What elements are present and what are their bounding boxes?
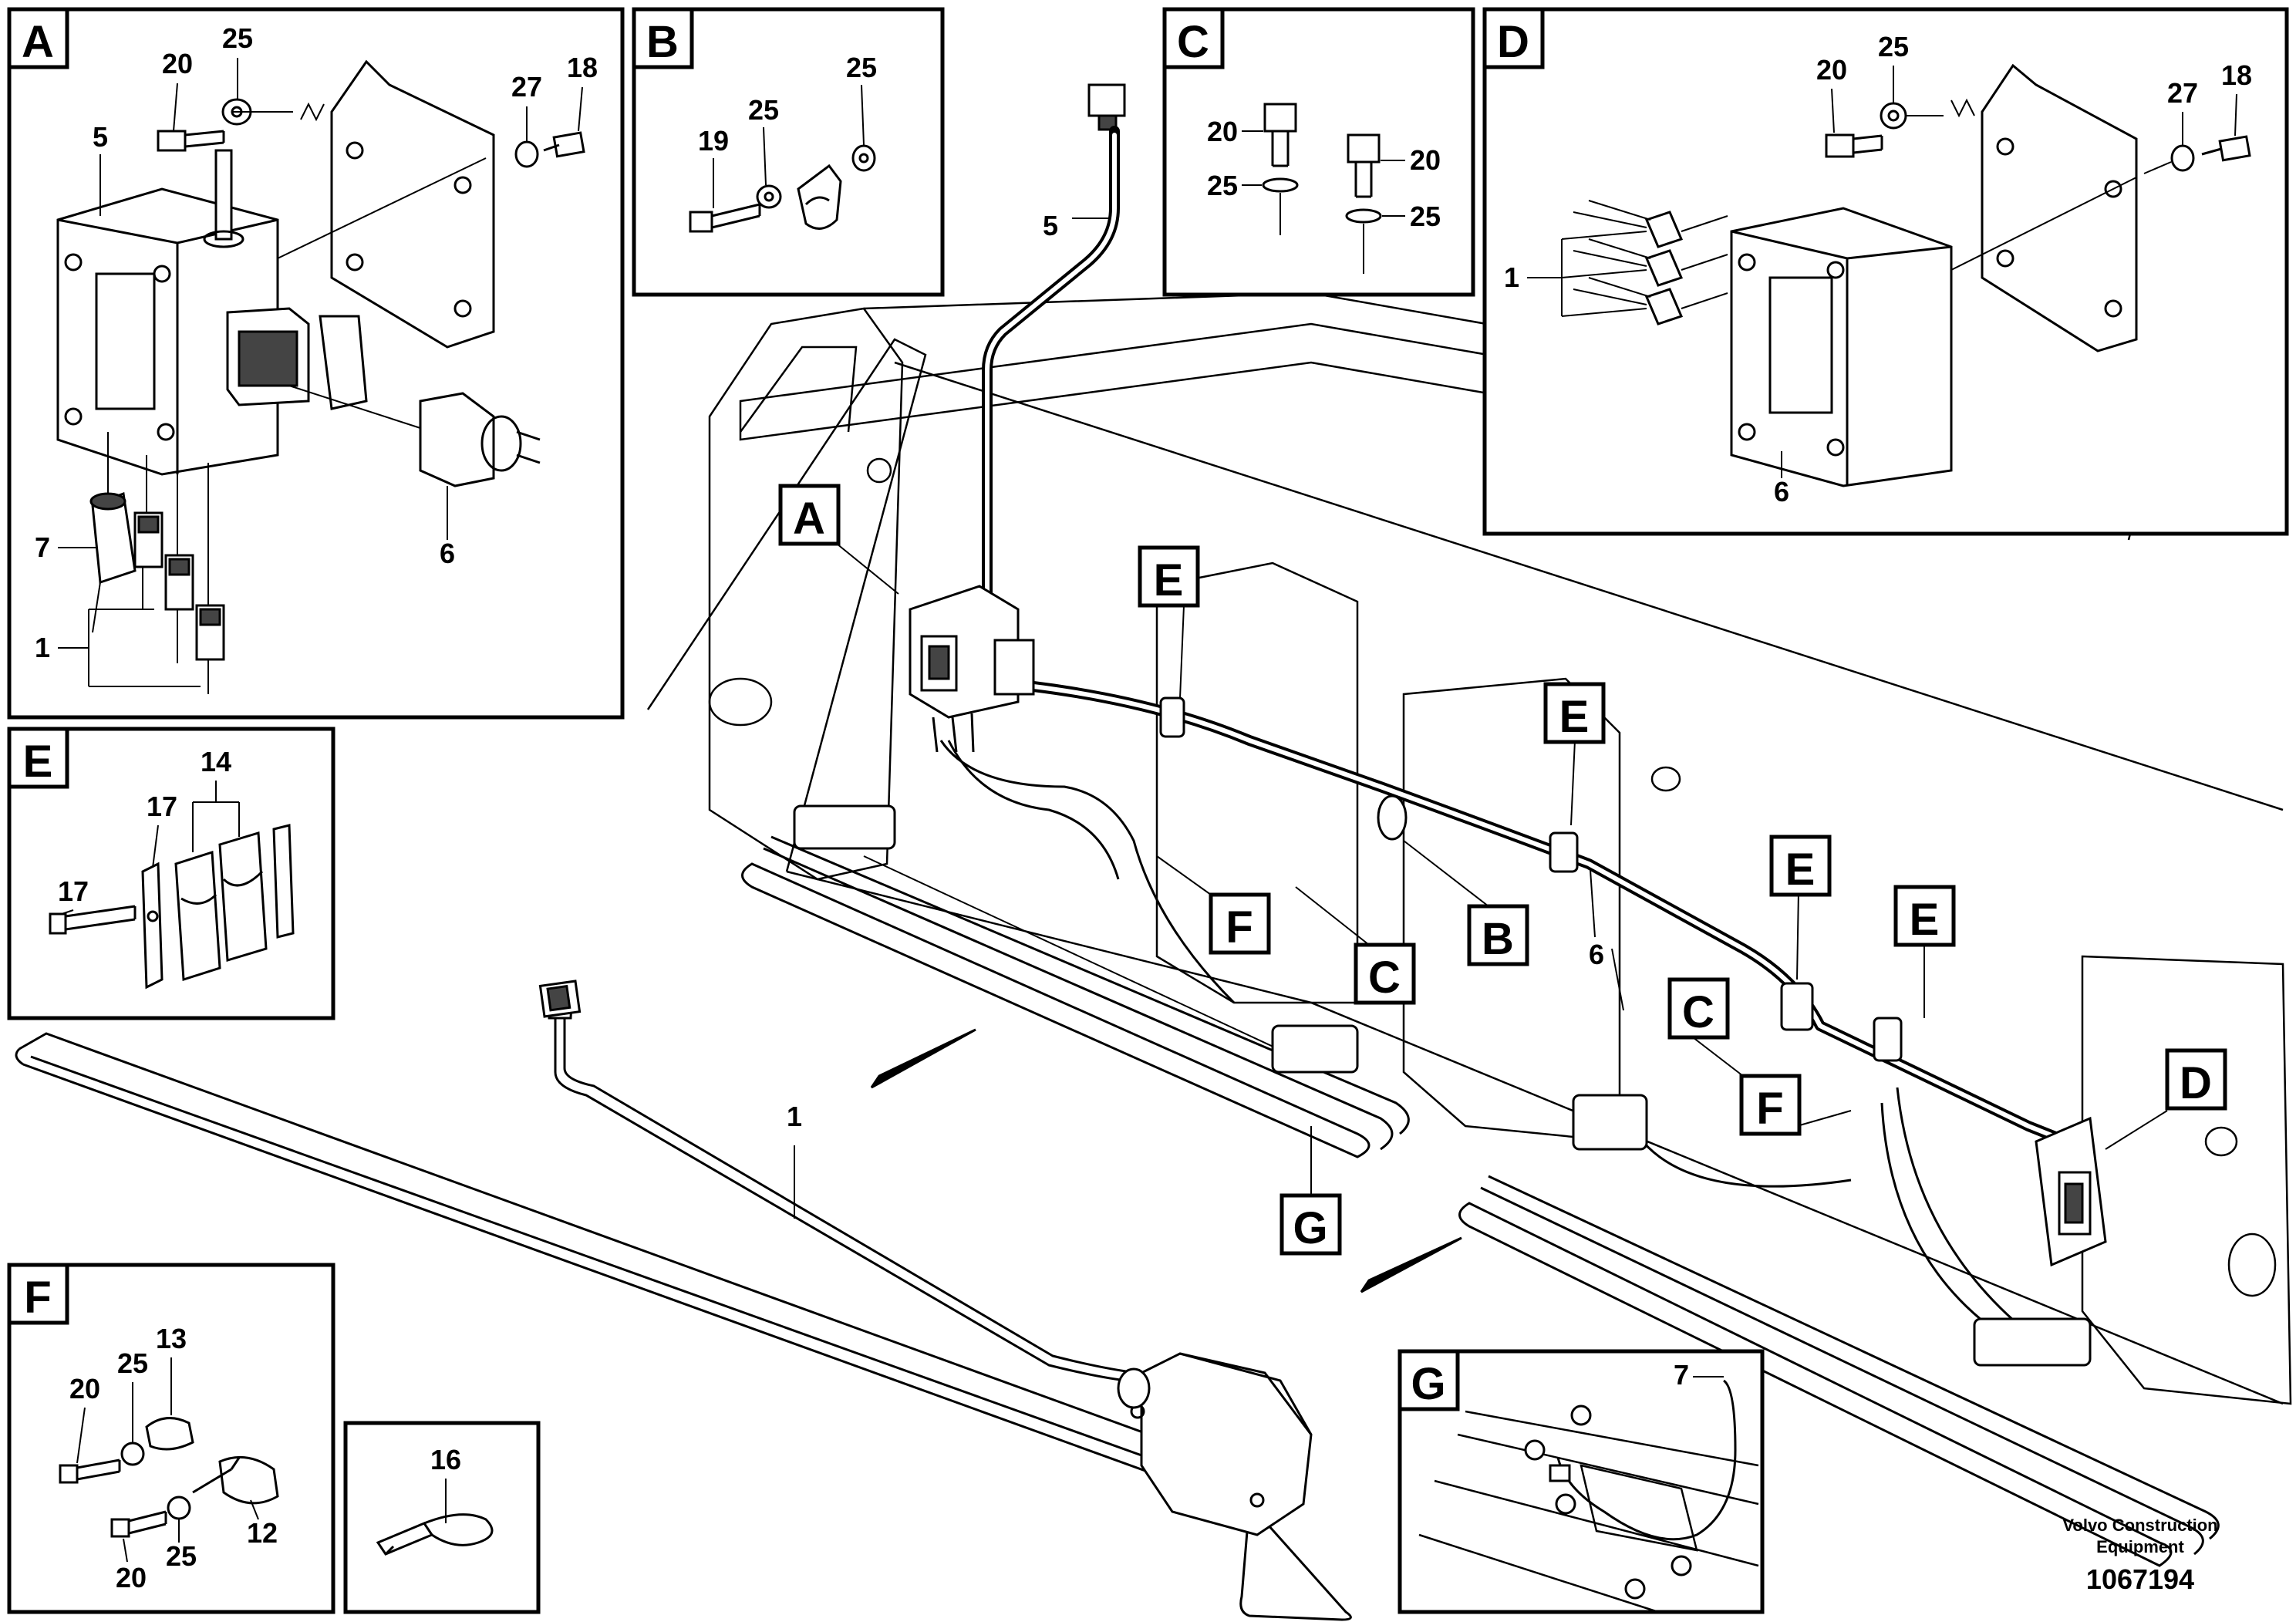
panel-c-letter: C [1177, 17, 1209, 67]
main-label-5: 5 [1043, 210, 1058, 241]
detail-panel-c: C 20 25 20 25 [1162, 7, 1475, 297]
panel-e-letter: E [23, 737, 53, 787]
callout-g: G [1293, 1203, 1327, 1253]
panel-b-label-25-a: 25 [748, 94, 779, 126]
panel-f-letter: F [24, 1273, 51, 1323]
company-name-line1: Volvo Construction [2062, 1516, 2217, 1535]
panel-d-letter: D [1497, 17, 1529, 67]
detail-panel-cable-tie: 16 [343, 1421, 541, 1614]
heater-connector-right [1572, 1094, 2092, 1367]
panel-a-label-20: 20 [162, 48, 193, 79]
detail-panel-a: A 20 [7, 7, 625, 720]
panel-d-label-20: 20 [1816, 54, 1847, 86]
main-label-1: 1 [787, 1101, 802, 1132]
panel-d-label-27: 27 [2167, 77, 2198, 109]
panel-f-label-12: 12 [247, 1517, 278, 1549]
panel-d-label-6: 6 [1774, 476, 1789, 508]
drawing-footer: Volvo Construction Equipment 1067194 [2062, 1516, 2217, 1595]
detail-panel-e: E 14 17 17 [7, 727, 335, 1020]
detail-panel-f: F 13 25 20 12 20 25 [7, 1263, 335, 1614]
panel-a-label-6: 6 [440, 538, 455, 569]
panel-b-label-25-b: 25 [846, 52, 877, 83]
heater-element-right [1458, 1175, 2220, 1567]
callout-e-4: E [1910, 895, 1940, 945]
junction-box-main-a [909, 585, 1035, 753]
heater-connector-left [793, 804, 1359, 1074]
panel-f-label-25-b: 25 [166, 1540, 197, 1572]
callout-b: B [1482, 914, 1514, 964]
detail-panel-g: G 7 [1397, 1349, 1765, 1614]
cable-clamps-main [1159, 696, 1903, 1062]
main-label-6: 6 [1589, 939, 1604, 970]
drawing-number: 1067194 [2086, 1563, 2194, 1595]
panel-c-label-25-b: 25 [1410, 201, 1441, 232]
panel-d-label-1: 1 [1504, 261, 1519, 293]
panel-a-label-25: 25 [222, 22, 253, 54]
heater-element-left [741, 835, 1410, 1158]
callout-e-3: E [1785, 845, 1816, 895]
callout-c-2: C [1682, 987, 1714, 1037]
panel-f-label-20-a: 20 [69, 1373, 100, 1404]
panel-a-letter: A [22, 17, 54, 67]
direction-arrows [870, 1028, 1462, 1293]
panel-b-letter: B [646, 17, 679, 67]
panel-f-label-25-a: 25 [117, 1347, 148, 1379]
panel-e-label-17-b: 17 [58, 875, 89, 907]
callout-e-1: E [1154, 555, 1184, 605]
panel-a-label-1: 1 [35, 632, 50, 663]
panel-f-label-20-b: 20 [116, 1562, 147, 1593]
panel-d-label-25: 25 [1878, 31, 1909, 62]
callout-a: A [793, 494, 825, 544]
panel-e-label-14: 14 [201, 746, 231, 777]
panel-a-label-18: 18 [567, 52, 598, 83]
panel-tie-label-16: 16 [430, 1444, 461, 1475]
callout-f-1: F [1226, 902, 1253, 953]
junction-box-main-d [2035, 1116, 2107, 1267]
panel-c-label-20-b: 20 [1410, 144, 1441, 176]
callout-c-1: C [1368, 953, 1401, 1003]
panel-c-label-20-a: 20 [1207, 116, 1238, 147]
panel-g-label-7: 7 [1674, 1359, 1689, 1391]
detail-panel-d: D 20 25 27 18 1 6 [1482, 7, 2289, 536]
panel-c-label-25-a: 25 [1207, 170, 1238, 201]
main-leader-lines [836, 218, 2168, 1195]
panel-e-label-17-a: 17 [147, 791, 177, 822]
panel-b-label-19: 19 [698, 125, 729, 157]
cable-assembly-1 [15, 980, 1352, 1621]
panel-a-label-7: 7 [35, 531, 50, 563]
panel-f-label-13: 13 [156, 1323, 187, 1354]
company-name-line2: Equipment [2096, 1537, 2184, 1556]
panel-d-label-18: 18 [2221, 59, 2252, 91]
panel-a-label-27: 27 [511, 71, 542, 103]
callout-e-2: E [1559, 692, 1590, 742]
panel-g-letter: G [1411, 1359, 1445, 1409]
callout-f-2: F [1756, 1084, 1783, 1134]
callout-d: D [2180, 1058, 2212, 1108]
main-callouts: A E E E E F C B C F G D [778, 484, 2227, 1256]
cable-5 [982, 83, 1126, 615]
detail-panel-b: B 19 25 25 [632, 7, 945, 297]
panel-a-label-5: 5 [93, 121, 108, 153]
